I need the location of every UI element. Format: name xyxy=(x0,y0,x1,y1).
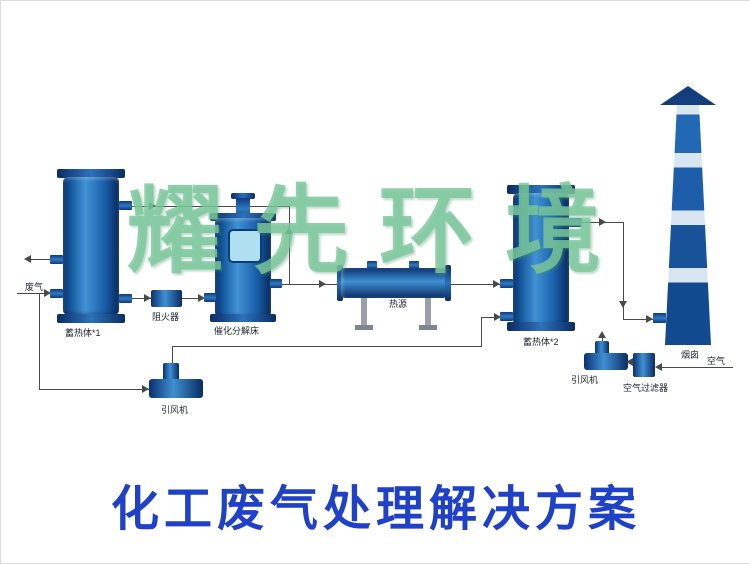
regenerator-2-label: 蓄热体*2 xyxy=(523,337,559,347)
pipe-line xyxy=(289,206,290,284)
heat-source-flange xyxy=(337,265,343,301)
flow-arrow xyxy=(494,313,501,321)
pipe-line xyxy=(481,317,482,347)
regenerator-1-vessel xyxy=(63,177,119,315)
induced-draft-fan-left-outlet xyxy=(163,363,179,381)
pipe-line xyxy=(282,284,339,285)
flow-arrow xyxy=(619,301,627,308)
regenerator-1-nozzle xyxy=(50,255,63,264)
flame-arrester-box xyxy=(151,290,182,307)
catalytic-bed-window xyxy=(228,229,262,263)
chimney-inlet-nozzle xyxy=(653,313,666,323)
flow-arrow xyxy=(646,315,653,323)
flow-arrow xyxy=(44,289,51,297)
pipe-line xyxy=(451,284,501,285)
regenerator-1-nozzle xyxy=(119,201,132,210)
pipe-line xyxy=(132,298,151,299)
flow-arrow xyxy=(319,280,326,288)
air-filter-box xyxy=(633,353,655,377)
flow-arrow xyxy=(655,363,662,371)
regenerator-1-bottom-cap xyxy=(57,314,125,323)
page-title: 化工废气处理解决方案 xyxy=(110,483,641,536)
pipe-line xyxy=(172,346,482,347)
induced-draft-fan-right xyxy=(584,353,628,370)
chimney-label: 烟囱 xyxy=(681,350,700,360)
regenerator-1-nozzle xyxy=(119,294,132,303)
fan-left-label: 引风机 xyxy=(161,405,189,415)
regenerator-2-nozzle xyxy=(500,279,513,288)
heat-source-nozzle xyxy=(409,261,419,269)
waste-gas-label: 废气 xyxy=(25,282,44,292)
pipe-line xyxy=(623,319,653,320)
fan-right-label: 引风机 xyxy=(571,375,599,385)
pipe-line xyxy=(602,337,603,342)
flow-arrow xyxy=(24,255,31,263)
heat-source-flange xyxy=(445,265,451,301)
flow-arrow xyxy=(142,385,149,393)
regenerator-2-vessel xyxy=(513,193,569,325)
pipe-line xyxy=(17,293,50,294)
regenerator-1-nozzle xyxy=(50,289,63,298)
pipe-line xyxy=(182,298,205,299)
regenerator-1-top-cap xyxy=(57,169,125,178)
regenerator-2-nozzle xyxy=(569,218,582,227)
flame-arrester-label: 阻火器 xyxy=(152,312,180,322)
catalytic-bed-nozzle xyxy=(270,279,282,288)
catalytic-bed-nozzle xyxy=(204,293,216,302)
chimney xyxy=(665,105,711,345)
pipe-line xyxy=(31,259,51,260)
induced-draft-fan-left xyxy=(149,379,203,398)
pipe-line xyxy=(481,317,501,318)
heat-source-leg xyxy=(361,298,367,325)
pipe-line xyxy=(132,206,289,207)
heat-source-nozzle xyxy=(367,261,377,269)
heat-source-label: 热源 xyxy=(389,299,408,309)
heat-source-foot xyxy=(355,325,373,330)
heat-source-vessel xyxy=(341,268,447,298)
chimney-cap xyxy=(660,86,716,105)
flow-arrow xyxy=(493,280,500,288)
catalytic-bed-bottom-cap xyxy=(210,314,276,322)
flow-arrow xyxy=(198,294,205,302)
air-label: 空气 xyxy=(707,356,726,366)
catalytic-bed-label: 催化分解床 xyxy=(214,326,260,336)
flow-arrow xyxy=(599,218,606,226)
regenerator-2-top-cap xyxy=(507,185,575,194)
regenerator-2-nozzle xyxy=(500,312,513,321)
pipe-line xyxy=(658,367,733,368)
flow-arrow xyxy=(149,202,156,210)
pipe-line xyxy=(39,389,149,390)
flow-arrow xyxy=(144,294,151,302)
catalytic-bed-top-cap xyxy=(210,213,276,221)
heat-source-leg xyxy=(425,298,431,325)
regenerator-2-bottom-cap xyxy=(507,322,575,331)
flow-arrow xyxy=(626,358,633,366)
pipe-line xyxy=(623,222,624,319)
flow-arrow xyxy=(285,227,293,234)
pipe-line xyxy=(172,347,173,363)
pipe-line xyxy=(39,294,40,389)
air-filter-label: 空气过滤器 xyxy=(623,383,669,393)
catalytic-bed-pipe-flange xyxy=(231,193,255,199)
regenerator-1-label: 蓄热体*1 xyxy=(65,328,101,338)
flow-arrow xyxy=(598,331,606,338)
induced-draft-fan-right-outlet xyxy=(595,341,609,355)
heat-source-foot xyxy=(419,325,437,330)
